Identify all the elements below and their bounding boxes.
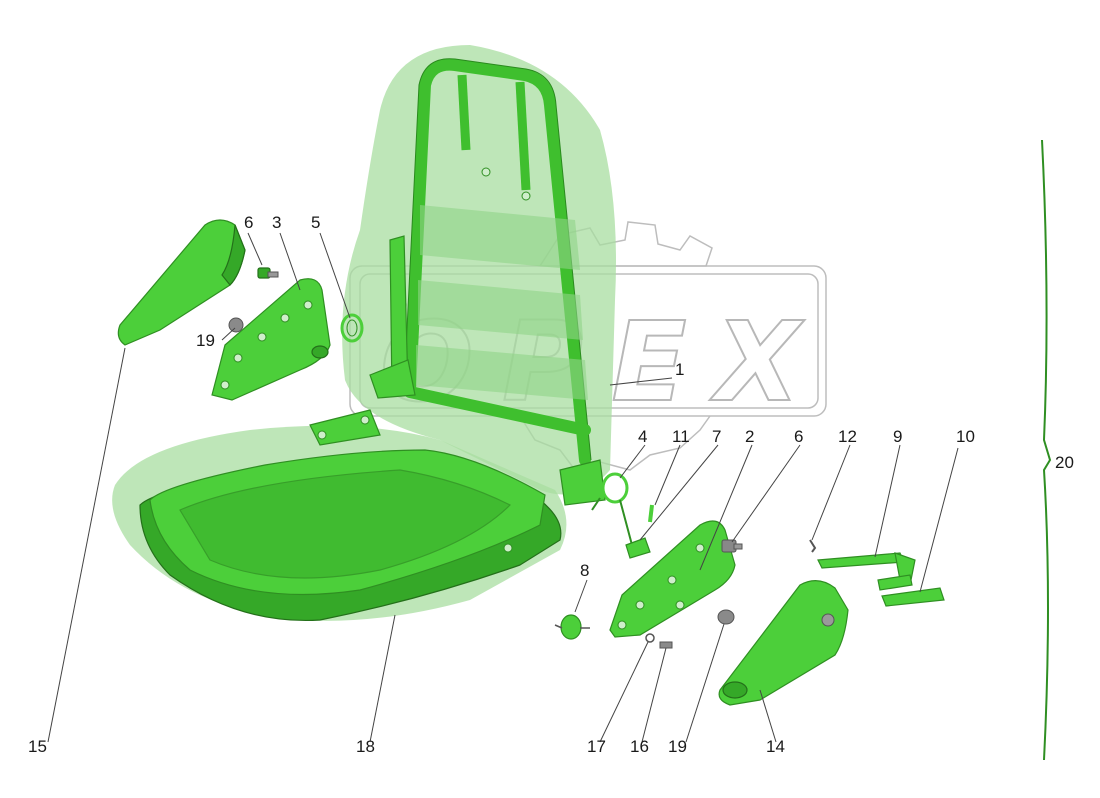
right-nut xyxy=(717,609,735,625)
callout-11: 11 xyxy=(672,427,690,446)
seat-cushion xyxy=(112,409,567,622)
callout-2: 2 xyxy=(745,427,754,446)
right-spring xyxy=(591,472,633,546)
clip xyxy=(809,539,817,553)
pin xyxy=(648,504,654,523)
callout-5: 5 xyxy=(311,213,320,232)
adjust-lever xyxy=(817,552,916,591)
callout-1: 1 xyxy=(675,360,684,379)
callout-16: 16 xyxy=(630,737,649,756)
right-cover-plate xyxy=(718,580,849,706)
callout-19-right: 19 xyxy=(668,737,687,756)
callout-17: 17 xyxy=(587,737,606,756)
assembly-brace xyxy=(1041,139,1052,761)
callout-10: 10 xyxy=(956,427,975,446)
leader-lines xyxy=(47,232,959,743)
screw xyxy=(659,641,673,649)
callout-8: 8 xyxy=(580,561,589,580)
callout-7: 7 xyxy=(712,427,721,446)
right-bolt xyxy=(721,539,743,553)
latch-block xyxy=(625,537,651,559)
callout-labels: 1 2 3 4 5 6 6 7 8 9 10 11 12 14 15 16 17… xyxy=(28,213,1074,756)
backrest-frame xyxy=(369,58,606,506)
left-nut xyxy=(228,317,244,333)
callout-4: 4 xyxy=(638,427,647,446)
left-cover-plate xyxy=(117,219,246,346)
callout-12: 12 xyxy=(838,427,857,446)
callout-14: 14 xyxy=(766,737,785,756)
left-bolt xyxy=(257,267,279,279)
left-hinge-bracket xyxy=(211,278,331,401)
callout-6-right: 6 xyxy=(794,427,803,446)
right-hinge-bracket xyxy=(609,520,736,638)
callout-9: 9 xyxy=(893,427,902,446)
washer xyxy=(645,633,655,643)
callout-20: 20 xyxy=(1055,453,1074,472)
lever-handle xyxy=(881,587,945,607)
callout-3: 3 xyxy=(272,213,281,232)
callout-15: 15 xyxy=(28,737,47,756)
callout-18: 18 xyxy=(356,737,375,756)
coil-spring xyxy=(554,614,590,640)
left-spring xyxy=(340,313,364,343)
callout-19-left: 19 xyxy=(196,331,215,350)
callout-6-left: 6 xyxy=(244,213,253,232)
